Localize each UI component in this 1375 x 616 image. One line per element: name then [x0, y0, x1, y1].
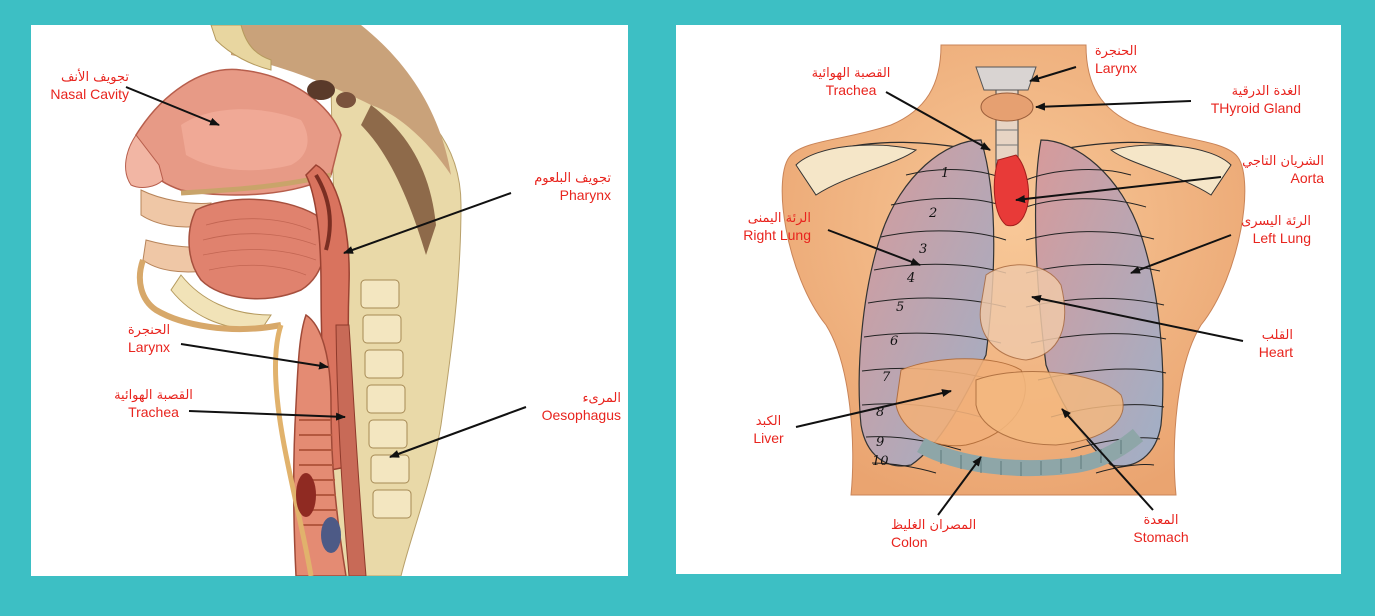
label-thyroid-gland: الغدة الدرقية THyroid Gland — [1191, 83, 1301, 117]
arrow-nasal-cavity — [125, 86, 220, 126]
label-trachea: القصبة الهوائية Trachea — [101, 387, 206, 421]
label-right-lung-ar: الرئة اليمنى — [747, 211, 811, 226]
rib-number: 10 — [872, 454, 889, 469]
label-larynx-ar: الحنجرة — [127, 323, 171, 338]
label-right-lung: الرئة اليمنى Right Lung — [721, 210, 811, 244]
arrow-right-lung — [827, 229, 921, 266]
arrow-pharynx — [343, 192, 512, 254]
rib-number: 8 — [876, 405, 884, 420]
label-thyroid-gland-en: THyroid Gland — [1210, 100, 1301, 116]
arrow-larynx — [1029, 66, 1077, 83]
label-colon-en: Colon — [891, 534, 928, 550]
arrow-oesophagus — [389, 406, 527, 458]
arrow-trachea — [885, 91, 991, 151]
label-left-lung: الرئة اليسرى Left Lung — [1216, 213, 1311, 247]
label-nasal-cavity-en: Nasal Cavity — [50, 86, 129, 102]
rib-number: 7 — [882, 370, 891, 385]
label-larynx-en: Larynx — [127, 339, 171, 355]
label-larynx: الحنجرة Larynx — [109, 322, 189, 356]
label-heart: القلب Heart — [1236, 327, 1293, 361]
label-colon-ar: المصران الغليظ — [891, 518, 977, 533]
arrow-aorta — [1015, 176, 1222, 203]
arrow-trachea — [188, 410, 346, 421]
arrow-heart — [1031, 294, 1244, 342]
arrow-thyroid — [1035, 100, 1192, 111]
label-larynx: الحنجرة Larynx — [1081, 43, 1151, 77]
thorax-illustration: 1 2 3 4 5 6 7 8 9 10 — [781, 44, 1246, 516]
label-larynx-en: Larynx — [1094, 60, 1138, 76]
label-aorta: الشريان التاجي Aorta — [1214, 153, 1324, 187]
label-pharynx-ar: تجويف البلعوم — [534, 171, 611, 186]
label-heart-ar: القلب — [1261, 328, 1293, 343]
label-left-lung-en: Left Lung — [1252, 230, 1311, 246]
label-colon: المصران الغليظ Colon — [891, 517, 1001, 551]
label-oesophagus: المرىء Oesophagus — [523, 390, 621, 424]
label-pharynx: تجويف البلعوم Pharynx — [501, 170, 611, 204]
rib-number: 2 — [928, 206, 937, 221]
label-liver-en: Liver — [753, 430, 784, 446]
arrow-left-lung — [1130, 234, 1232, 274]
label-aorta-ar: الشريان التاجي — [1242, 154, 1324, 169]
label-liver: الكبد Liver — [741, 413, 796, 447]
label-nasal-cavity: تجويف الأنف Nasal Cavity — [33, 69, 129, 103]
label-trachea-ar: القصبة الهوائية — [114, 388, 193, 403]
label-nasal-cavity-ar: تجويف الأنف — [60, 70, 129, 85]
label-right-lung-en: Right Lung — [743, 227, 811, 243]
label-aorta-en: Aorta — [1290, 170, 1324, 186]
label-heart-en: Heart — [1258, 344, 1293, 360]
rib-number: 1 — [941, 166, 949, 181]
label-oesophagus-ar: المرىء — [582, 391, 621, 406]
label-pharynx-en: Pharynx — [559, 187, 611, 203]
label-stomach-ar: المعدة — [1143, 513, 1179, 528]
rib-number: 3 — [919, 242, 927, 257]
label-trachea-ar: القصبة الهوائية — [811, 66, 891, 81]
rib-numbers: 1 2 3 4 5 6 7 8 9 10 — [872, 166, 949, 469]
arrow-colon — [937, 456, 982, 516]
label-trachea-en: Trachea — [825, 82, 877, 98]
label-trachea-en: Trachea — [128, 404, 179, 420]
head-neck-illustration — [125, 25, 527, 576]
arrow-liver — [795, 389, 952, 428]
rib-number: 9 — [876, 435, 884, 450]
rib-number: 4 — [906, 271, 915, 286]
arrow-stomach — [1061, 408, 1154, 511]
thorax-diagram-panel: 1 2 3 4 5 6 7 8 9 10 الحنجرة Larynx القص… — [676, 25, 1341, 574]
rib-number: 6 — [890, 334, 898, 349]
label-trachea: القصبة الهوائية Trachea — [796, 65, 906, 99]
label-stomach: المعدة Stomach — [1126, 512, 1196, 546]
label-left-lung-ar: الرئة اليسرى — [1241, 214, 1311, 229]
arrow-larynx — [180, 343, 329, 370]
label-thyroid-gland-ar: الغدة الدرقية — [1231, 84, 1301, 99]
label-stomach-en: Stomach — [1133, 529, 1189, 545]
label-liver-ar: الكبد — [755, 414, 782, 429]
rib-number: 5 — [896, 300, 904, 315]
head-neck-diagram-panel: تجويف الأنف Nasal Cavity تجويف البلعوم P… — [31, 25, 628, 576]
label-oesophagus-en: Oesophagus — [541, 407, 621, 423]
label-larynx-ar: الحنجرة — [1094, 44, 1138, 59]
